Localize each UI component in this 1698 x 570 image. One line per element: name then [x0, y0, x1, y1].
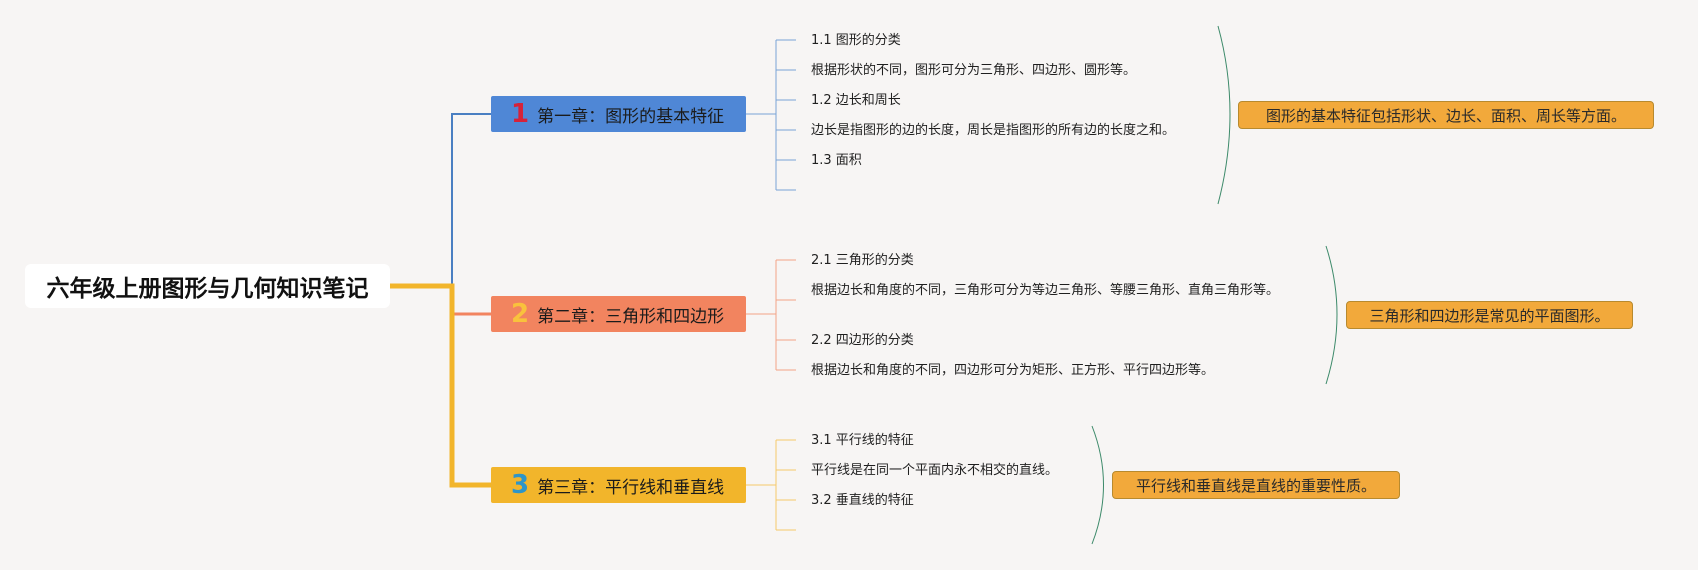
summary-brace-ch1: [1217, 25, 1231, 205]
chapter-2-item-4[interactable]: 根据边长和角度的不同，四边形可分为矩形、正方形、平行四边形等。: [811, 363, 1215, 378]
chapter-3-number: 3: [511, 470, 530, 500]
chapter-1-item-1[interactable]: 1.1 图形的分类: [811, 33, 901, 48]
chapter-1-node[interactable]: 1 第一章：图形的基本特征: [491, 96, 746, 132]
chapter-1-item-2[interactable]: 根据形状的不同，图形可分为三角形、四边形、圆形等。: [811, 63, 1137, 78]
chapter-2-item-2[interactable]: 根据边长和角度的不同，三角形可分为等边三角形、等腰三角形、直角三角形等。: [811, 283, 1280, 298]
chapter-2-number: 2: [511, 299, 530, 329]
chapter-3-node[interactable]: 3 第三章：平行线和垂直线: [491, 467, 746, 503]
chapter-2-node[interactable]: 2 第二章：三角形和四边形: [491, 296, 746, 332]
chapter-1-label: 第一章：图形的基本特征: [537, 106, 725, 127]
connector-root-ch2: [390, 284, 491, 316]
chapter-3-label: 第三章：平行线和垂直线: [537, 477, 725, 498]
chapter-1-item-4[interactable]: 边长是指图形的边的长度，周长是指图形的所有边的长度之和。: [811, 123, 1176, 138]
root-title[interactable]: 六年级上册图形与几何知识笔记: [25, 264, 390, 308]
chapter-1-summary[interactable]: 图形的基本特征包括形状、边长、面积、周长等方面。: [1238, 101, 1654, 129]
branches-ch2: [746, 259, 796, 371]
connector-root-ch1: [390, 113, 491, 287]
chapter-2-item-1[interactable]: 2.1 三角形的分类: [811, 253, 914, 268]
summary-brace-ch2: [1325, 245, 1338, 385]
chapter-3-item-2[interactable]: 平行线是在同一个平面内永不相交的直线。: [811, 463, 1059, 478]
chapter-3-item-1[interactable]: 3.1 平行线的特征: [811, 433, 914, 448]
chapter-1-number: 1: [511, 99, 530, 129]
chapter-2-summary[interactable]: 三角形和四边形是常见的平面图形。: [1346, 301, 1633, 329]
branches-ch1: [746, 39, 796, 191]
chapter-2-item-3[interactable]: 2.2 四边形的分类: [811, 333, 914, 348]
chapter-1-item-3[interactable]: 1.2 边长和周长: [811, 93, 901, 108]
chapter-3-summary[interactable]: 平行线和垂直线是直线的重要性质。: [1112, 471, 1400, 499]
branches-ch3: [746, 439, 796, 531]
chapter-2-label: 第二章：三角形和四边形: [537, 306, 725, 327]
connector-root-ch3: [390, 283, 491, 488]
summary-brace-ch3: [1091, 425, 1104, 545]
chapter-3-item-3[interactable]: 3.2 垂直线的特征: [811, 493, 914, 508]
chapter-1-item-5[interactable]: 1.3 面积: [811, 153, 862, 168]
